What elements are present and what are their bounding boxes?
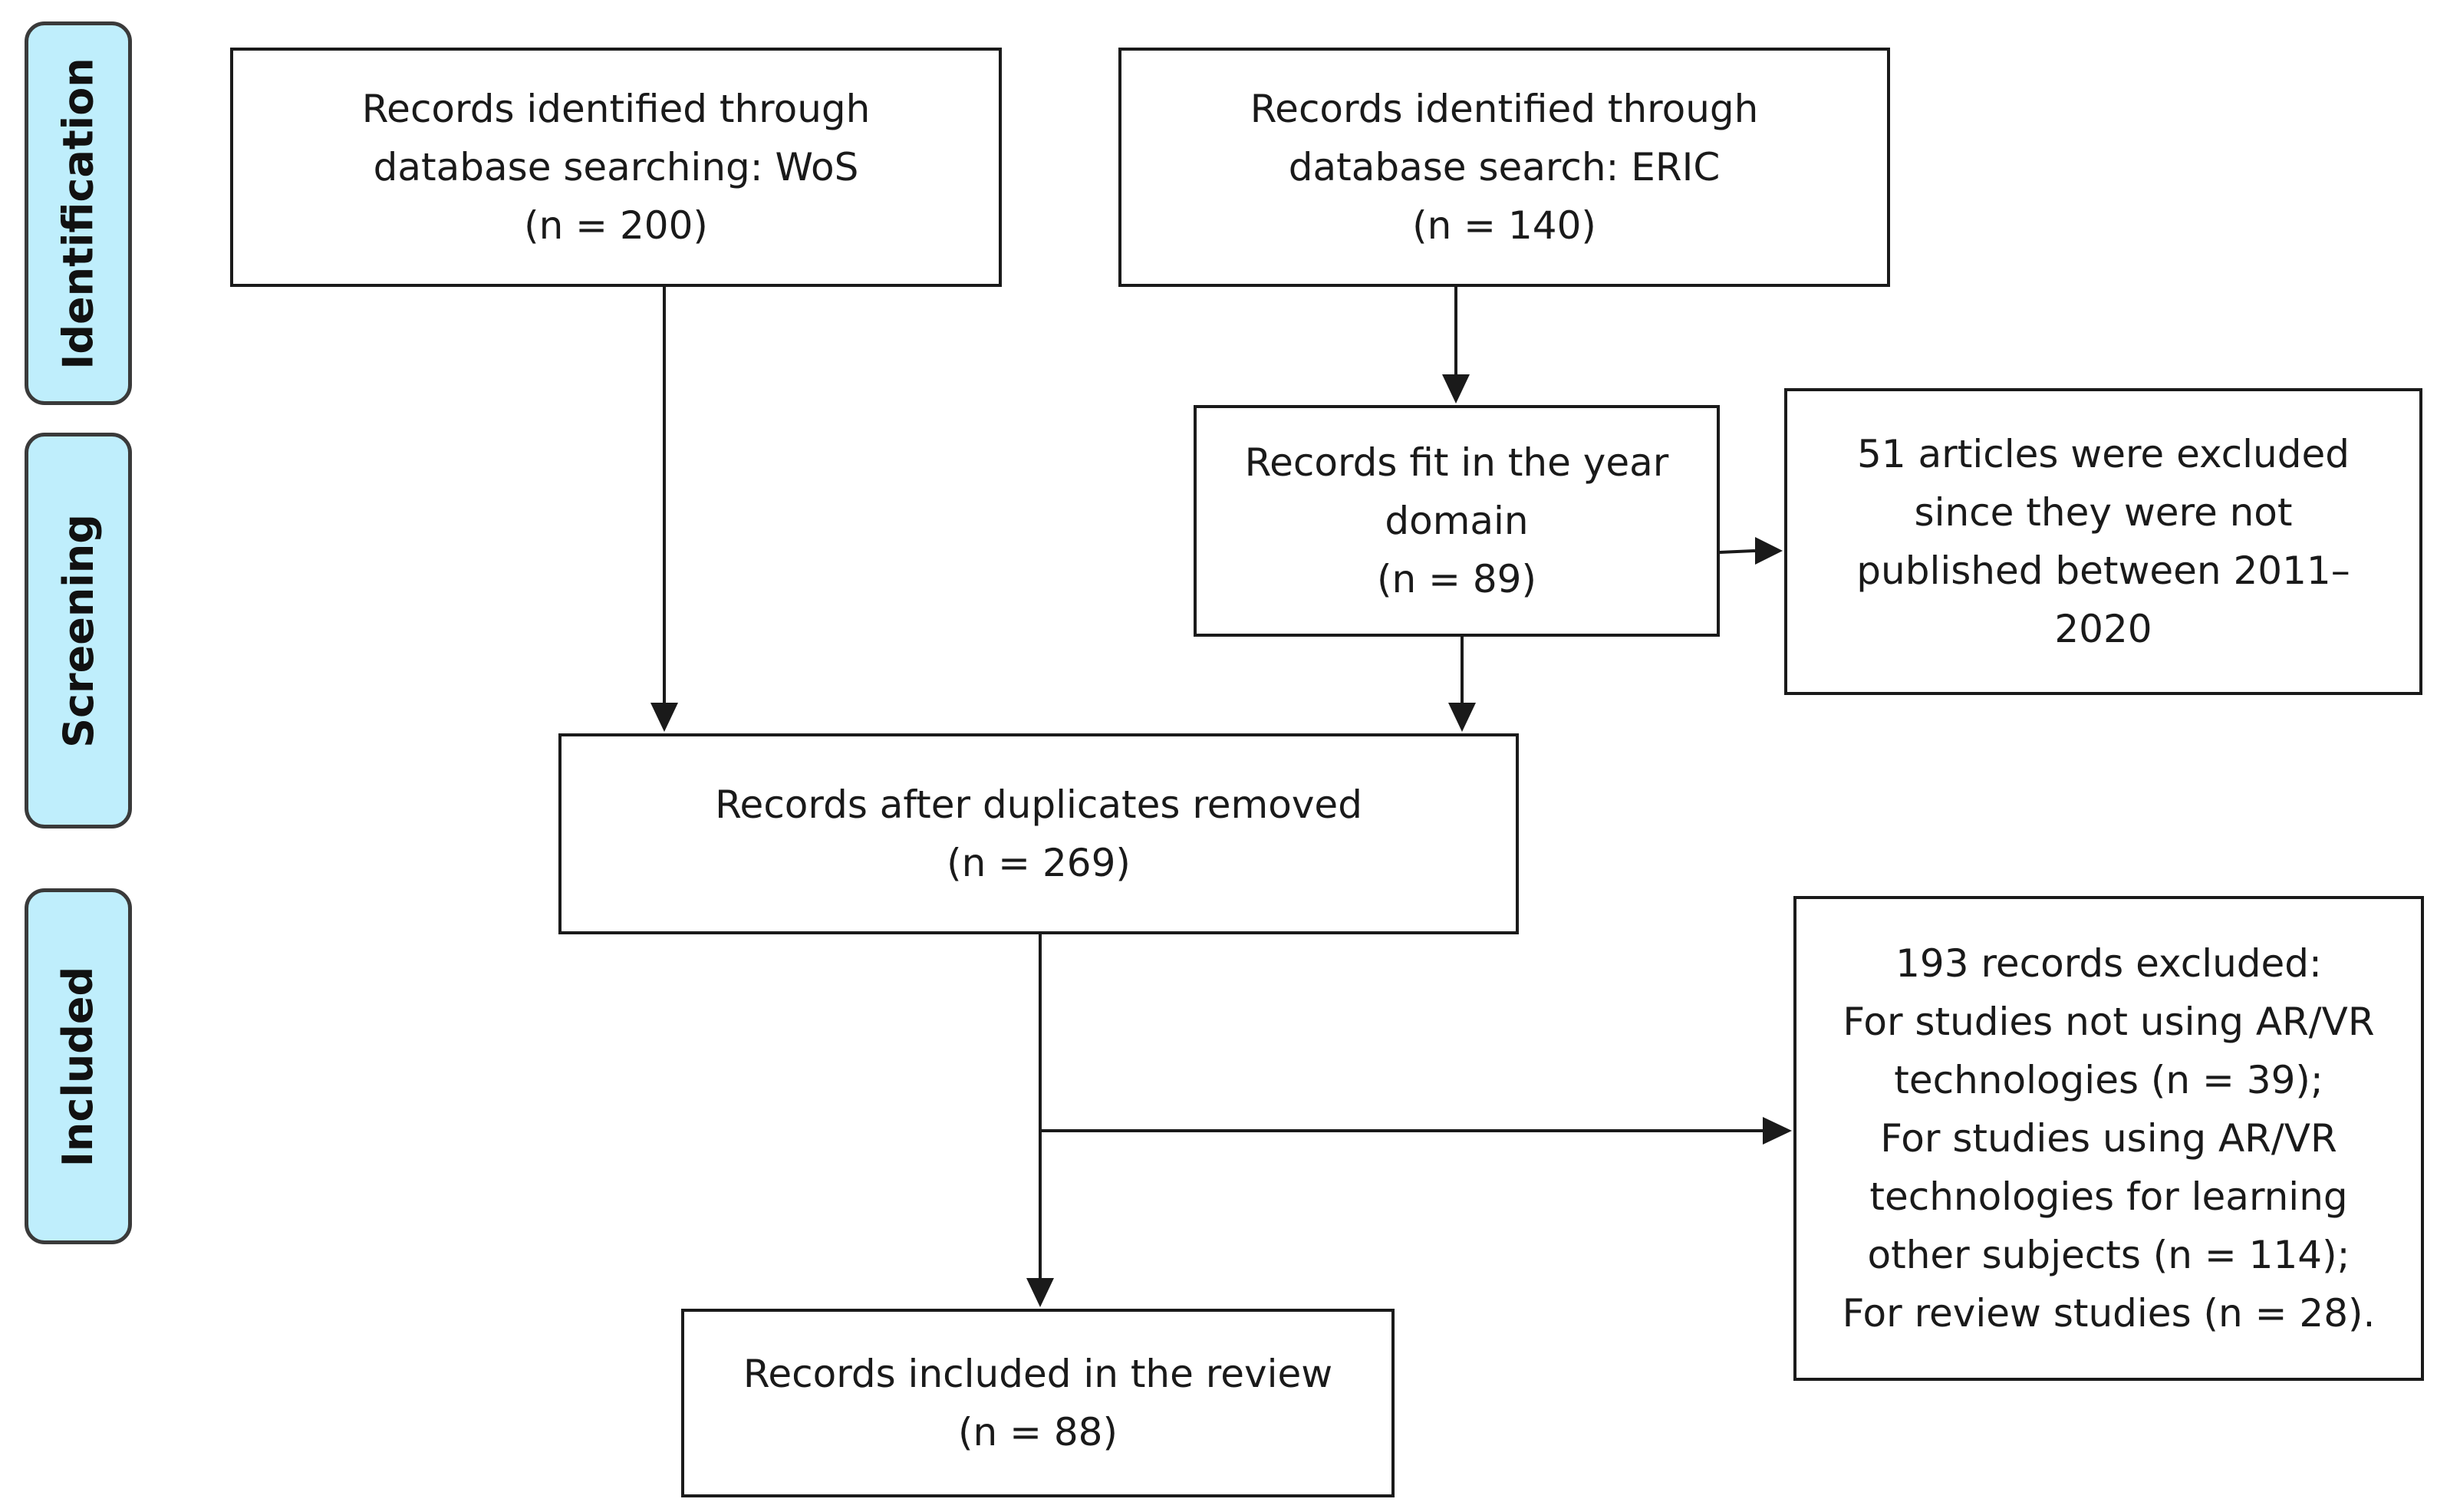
arrowhead-year-to-dedup: [1448, 703, 1476, 732]
box-records-wos: Records identified through database sear…: [230, 48, 1002, 287]
box-line: other subjects (n = 114);: [1867, 1233, 2350, 1277]
arrow-year-to-excluded: [1719, 549, 1756, 554]
box-line: Records fit in the year: [1244, 440, 1669, 485]
stage-included-label: Included: [54, 966, 103, 1167]
box-line: For studies using AR/VR: [1880, 1116, 2337, 1161]
box-line: technologies for learning: [1869, 1174, 2348, 1219]
arrowhead-dedup-to-included: [1026, 1278, 1054, 1307]
box-line: published between 2011–: [1856, 548, 2350, 593]
box-year-excluded: 51 articles were excluded since they wer…: [1784, 388, 2422, 695]
box-line: For review studies (n = 28).: [1842, 1291, 2376, 1336]
box-line: Records after duplicates removed: [715, 782, 1362, 827]
box-line: 193 records excluded:: [1895, 941, 2322, 986]
box-line: For studies not using AR/VR: [1843, 1000, 2375, 1044]
box-criteria-excluded: 193 records excluded: For studies not us…: [1793, 896, 2424, 1381]
box-line: 51 articles were excluded: [1857, 432, 2350, 476]
stage-screening-label: Screening: [54, 513, 103, 748]
box-line: Records identified through: [361, 87, 871, 131]
box-records-year-domain: Records fit in the year domain (n = 89): [1194, 405, 1720, 637]
box-records-included: Records included in the review (n = 88): [681, 1309, 1395, 1497]
box-count: (n = 269): [947, 841, 1131, 885]
stage-identification: Identification: [25, 21, 132, 405]
box-line: database searching: WoS: [373, 145, 859, 189]
arrowhead-year-to-excluded: [1755, 537, 1783, 565]
box-line: Records identified through: [1250, 87, 1759, 131]
box-records-eric: Records identified through database sear…: [1118, 48, 1890, 287]
arrowhead-wos-to-dedup: [650, 703, 678, 732]
box-line: database search: ERIC: [1288, 145, 1721, 189]
box-line: domain: [1385, 499, 1529, 543]
box-line: technologies (n = 39);: [1894, 1058, 2323, 1102]
arrowhead-branch-to-criteria-excluded: [1763, 1117, 1792, 1145]
stage-screening: Screening: [25, 433, 132, 828]
box-line: 2020: [2054, 607, 2152, 651]
stage-identification-label: Identification: [54, 57, 103, 370]
box-records-deduplicated: Records after duplicates removed (n = 26…: [558, 733, 1519, 934]
box-count: (n = 89): [1376, 557, 1536, 601]
box-count: (n = 88): [957, 1410, 1118, 1454]
box-line: since they were not: [1914, 490, 2293, 535]
box-count: (n = 140): [1412, 203, 1596, 248]
box-count: (n = 200): [524, 203, 708, 248]
stage-included: Included: [25, 888, 132, 1244]
arrowhead-eric-to-year: [1442, 374, 1470, 404]
box-line: Records included in the review: [743, 1352, 1333, 1396]
